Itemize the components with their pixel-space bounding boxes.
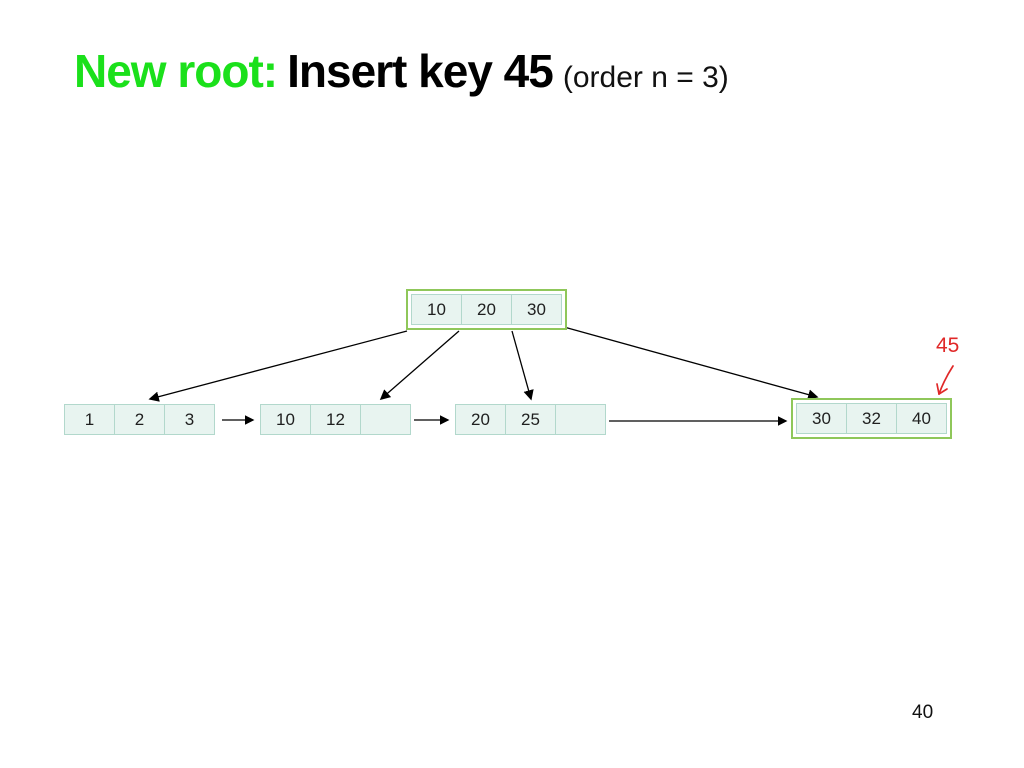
leaf2-cell-3 — [360, 404, 411, 435]
root-cell-2: 20 — [461, 294, 512, 325]
title-highlight-text: New root: — [74, 45, 278, 97]
root-node: 10 20 30 — [406, 289, 567, 330]
leaf-node-4: 30 32 40 — [791, 398, 952, 439]
leaf1-cell-2: 2 — [114, 404, 165, 435]
page-number: 40 — [912, 702, 934, 723]
edge-root-to-leaf4-arrow — [563, 326, 819, 400]
root-cell-3: 30 — [511, 294, 562, 325]
leaf2-cell-2: 12 — [310, 404, 361, 435]
leaf4-cell-1: 30 — [796, 403, 847, 434]
edge-root-to-leaf1-arrow — [148, 330, 408, 402]
leaf-node-1: 1 2 3 — [64, 404, 215, 435]
slide-title: New root:Insert key 45(order n = 3) — [74, 44, 729, 98]
leaf-node-2: 10 12 — [260, 404, 411, 435]
root-cell-1: 10 — [411, 294, 462, 325]
leaf-node-3: 20 25 — [455, 404, 606, 435]
insert-45-arrow — [936, 365, 954, 395]
insert-key-annotation: 45 — [936, 334, 960, 357]
leaf4-cell-2: 32 — [846, 403, 897, 434]
leaf1-cell-3: 3 — [164, 404, 215, 435]
leaf3-cell-3 — [555, 404, 606, 435]
title-main-text: Insert key 45 — [287, 45, 554, 97]
leaf3-cell-1: 20 — [455, 404, 506, 435]
title-suffix-text: (order n = 3) — [562, 61, 729, 94]
leaf2-cell-1: 10 — [260, 404, 311, 435]
edge-root-to-leaf2-arrow — [379, 330, 460, 401]
leaf1-cell-1: 1 — [64, 404, 115, 435]
leaf4-cell-3: 40 — [896, 403, 947, 434]
edge-root-to-leaf3-arrow — [511, 330, 534, 401]
leaf3-cell-2: 25 — [505, 404, 556, 435]
